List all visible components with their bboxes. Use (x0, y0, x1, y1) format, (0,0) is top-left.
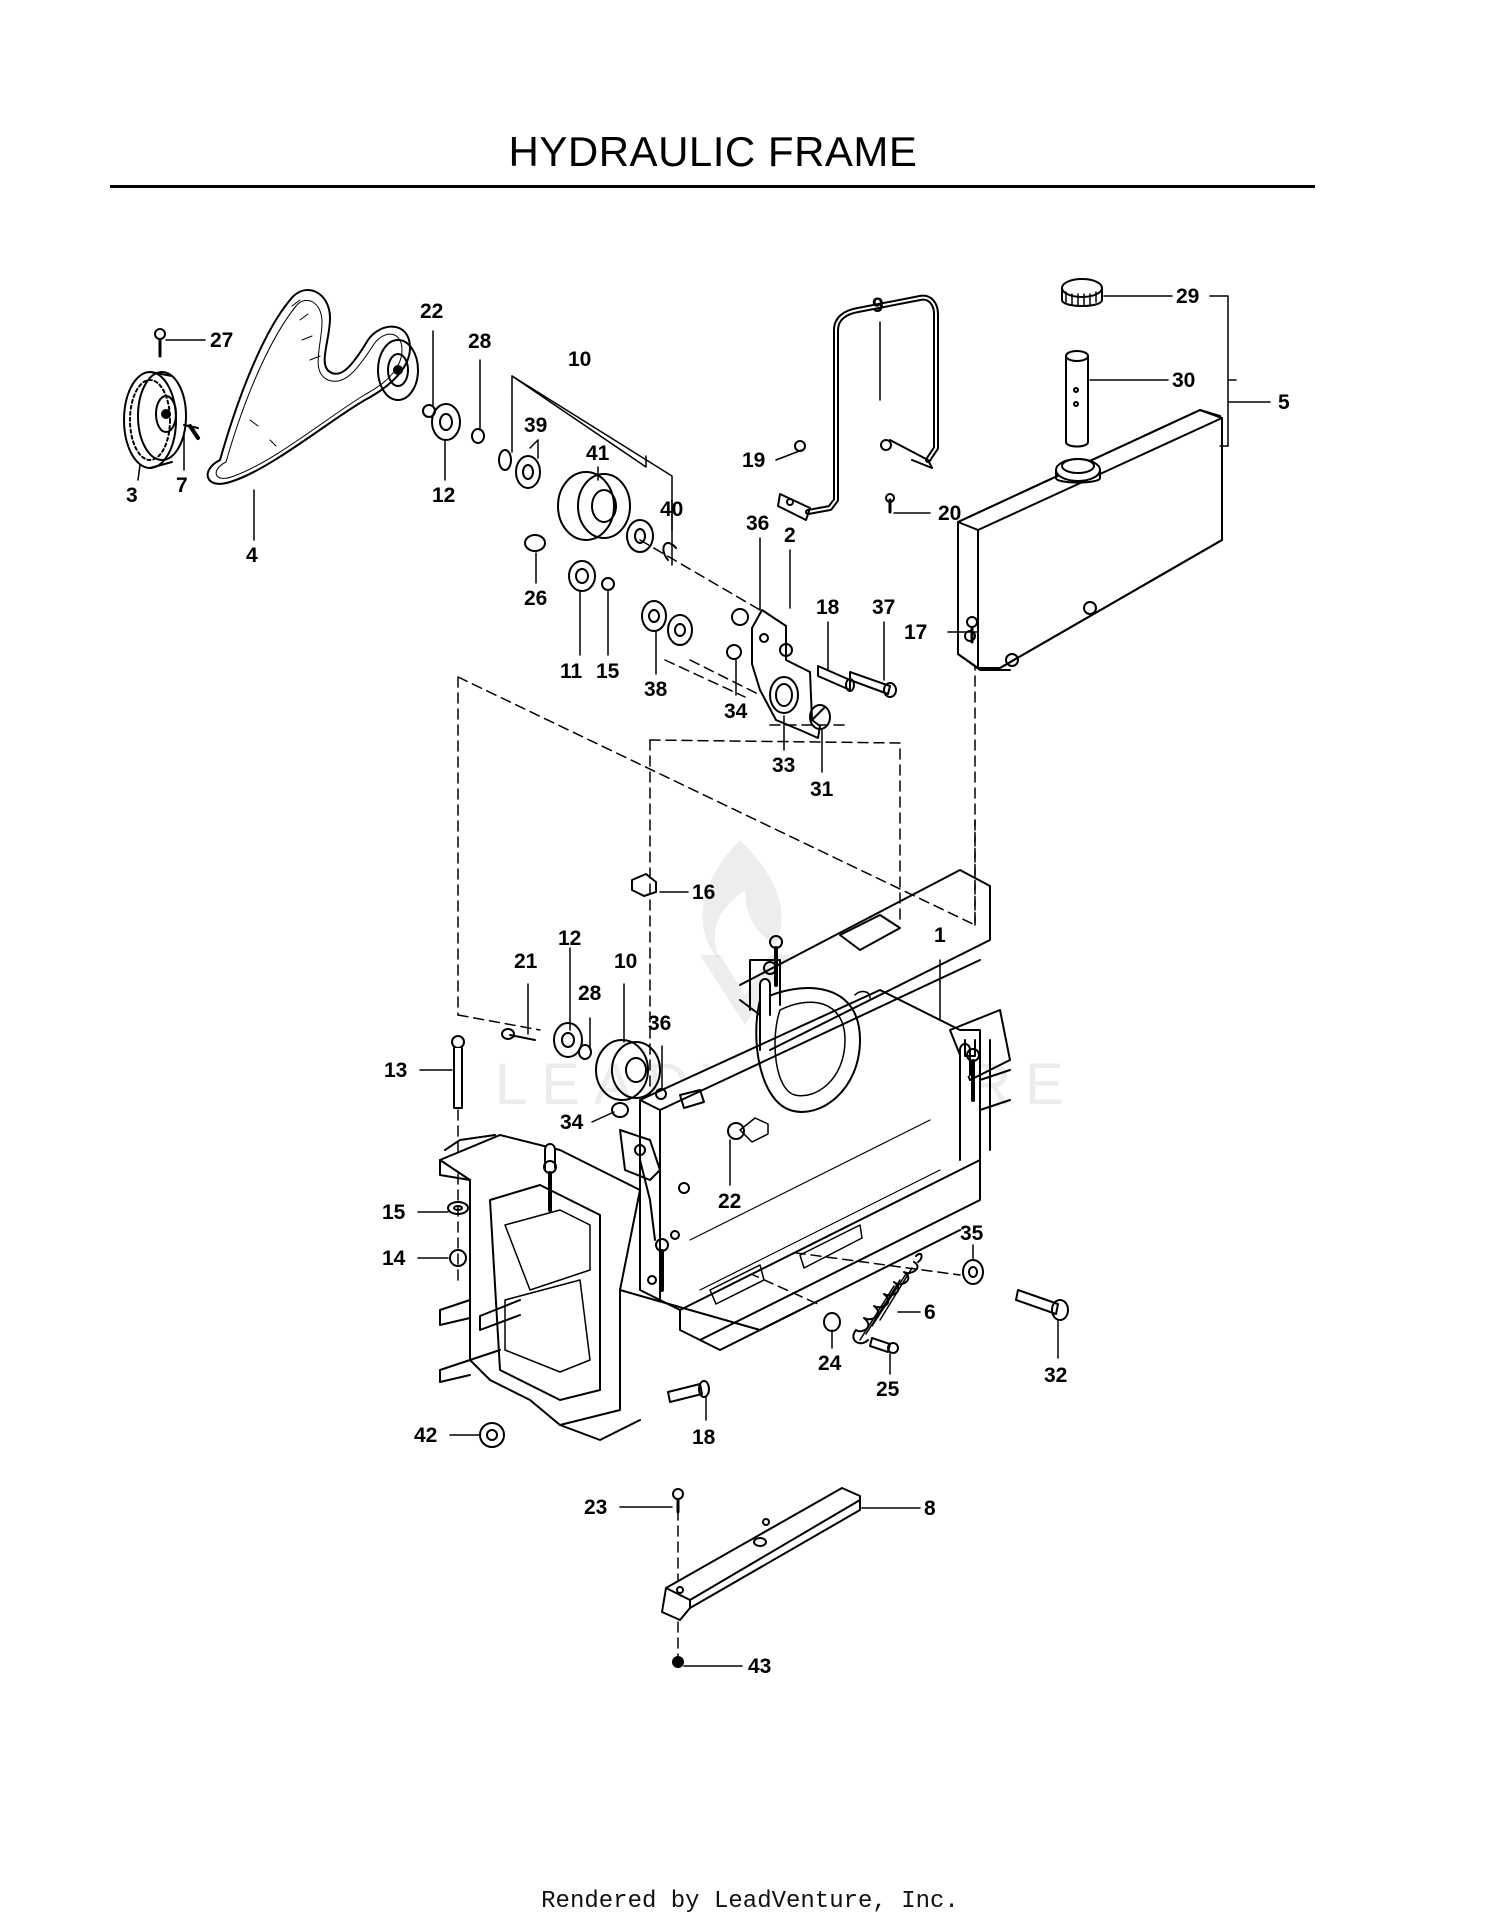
callout-21: 21 (514, 950, 538, 973)
callout-34-top: 34 (724, 700, 748, 723)
callout-22-bottom: 22 (718, 1190, 741, 1213)
callout-4: 4 (246, 544, 258, 567)
callout-38: 38 (644, 678, 668, 701)
callout-15-bottom: 15 (382, 1201, 406, 1224)
callout-2: 2 (784, 524, 796, 547)
drive-belt (206, 289, 411, 485)
callout-29: 29 (1176, 285, 1199, 308)
main-frame (439, 869, 1011, 1441)
callout-23: 23 (584, 1496, 607, 1519)
callout-10-bottom: 10 (614, 950, 637, 973)
callout-41: 41 (586, 442, 610, 465)
bolt-27 (154, 328, 166, 358)
callout-10-top: 10 (568, 348, 591, 371)
bolt-23 (672, 1488, 684, 1514)
callout-26: 26 (524, 587, 547, 610)
assembly-dash-lines (457, 539, 976, 1661)
callout-15-top: 15 (596, 660, 620, 683)
bolt-25 (869, 1337, 899, 1354)
callout-labels: 27 3 7 4 22 12 28 10 39 41 40 26 11 15 3… (126, 285, 1290, 1678)
washer-15 (447, 1201, 469, 1215)
bolt-37 (849, 671, 897, 698)
title-rule (110, 185, 1315, 188)
bolt-13 (451, 1035, 465, 1109)
callout-7: 7 (176, 474, 188, 497)
page-title: HYDRAULIC FRAME (508, 128, 918, 175)
callout-9: 9 (872, 294, 884, 317)
callout-28-top: 28 (468, 330, 492, 353)
callout-19: 19 (742, 449, 765, 472)
callout-1: 1 (934, 924, 946, 947)
dipstick-tube (1065, 350, 1089, 448)
bolt-left-frame (543, 1160, 557, 1212)
callout-13: 13 (384, 1059, 407, 1082)
callout-6: 6 (924, 1301, 936, 1324)
callout-34-bottom: 34 (560, 1111, 584, 1134)
callout-30: 30 (1172, 369, 1195, 392)
callout-42: 42 (414, 1424, 437, 1447)
nut-43 (672, 1656, 684, 1668)
footer-credit: Rendered by LeadVenture, Inc. (541, 1888, 959, 1915)
callout-33: 33 (772, 754, 795, 777)
hydraulic-tube (777, 294, 939, 521)
callout-12-bottom: 12 (558, 927, 581, 950)
callout-35: 35 (960, 1222, 984, 1245)
callout-22-top: 22 (420, 300, 443, 323)
hydraulic-tank (957, 409, 1223, 671)
callout-18-bottom: 18 (692, 1426, 716, 1449)
idler-in-belt (377, 339, 419, 401)
key (188, 424, 200, 440)
nut-14 (449, 1249, 467, 1267)
callout-8: 8 (924, 1497, 936, 1520)
drive-pulley (123, 371, 187, 469)
callout-43: 43 (748, 1655, 771, 1678)
callout-37: 37 (872, 596, 895, 619)
bolt-18-top (817, 665, 855, 692)
washer-35 (962, 1259, 984, 1285)
callout-36-bottom: 36 (648, 1012, 671, 1035)
filler-cap (1061, 278, 1103, 307)
callout-32: 32 (1044, 1364, 1067, 1387)
clip-16 (631, 873, 657, 897)
callout-31: 31 (810, 778, 834, 801)
callout-20: 20 (938, 502, 961, 525)
idler-bracket (751, 609, 831, 739)
skid-plate (661, 1487, 861, 1621)
callout-39: 39 (524, 414, 547, 437)
bolt-mid-frame (655, 1238, 669, 1292)
spring-6 (852, 1252, 923, 1345)
nut-42 (479, 1422, 505, 1448)
callout-16: 16 (692, 881, 715, 904)
bolt-upper-frame (769, 935, 783, 987)
callout-40: 40 (660, 498, 683, 521)
bolt-17 (966, 616, 978, 644)
nut-24 (823, 1312, 841, 1332)
callout-12-top: 12 (432, 484, 455, 507)
callout-3: 3 (126, 484, 138, 507)
callout-11: 11 (560, 660, 583, 683)
callout-18-top: 18 (816, 596, 840, 619)
leadventure-flame-icon (702, 840, 782, 960)
callout-28-bottom: 28 (578, 982, 602, 1005)
callout-24: 24 (818, 1352, 842, 1375)
callout-27: 27 (210, 329, 233, 352)
callout-36-top: 36 (746, 512, 769, 535)
lower-idler-stack (501, 1022, 745, 1140)
callout-17: 17 (904, 621, 927, 644)
bolt-18-bottom (667, 1380, 710, 1403)
callout-14: 14 (382, 1247, 406, 1270)
leader-lines (137, 295, 1271, 1667)
bolt-right-frame (966, 1048, 980, 1102)
bolt-32 (1015, 1289, 1069, 1321)
callout-25: 25 (876, 1378, 900, 1401)
upper-idler-stack (422, 403, 749, 660)
callout-5: 5 (1278, 391, 1290, 414)
